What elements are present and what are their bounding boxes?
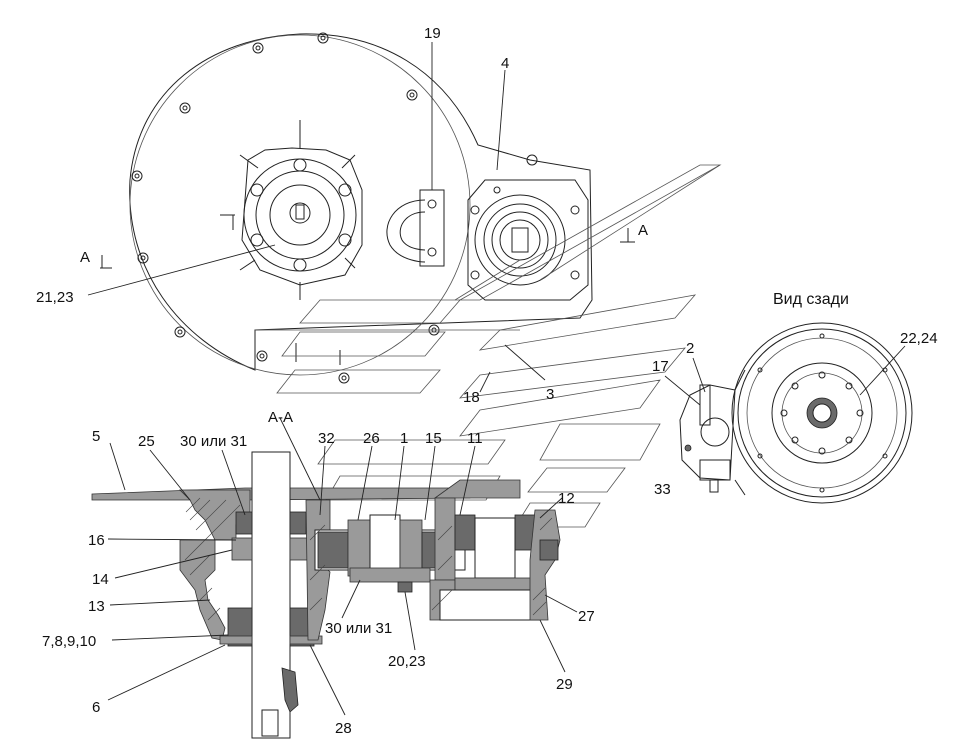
callout-21-23: 21,23 xyxy=(36,289,74,306)
bell-housing-outline xyxy=(129,33,593,371)
callout-27: 27 xyxy=(578,608,595,625)
callout-15: 15 xyxy=(425,430,442,447)
callout-5: 5 xyxy=(92,428,100,445)
callout-12: 12 xyxy=(558,490,575,507)
rear-view-title: Вид сзади xyxy=(773,291,849,308)
callout-26: 26 xyxy=(363,430,380,447)
front-view xyxy=(100,32,635,384)
callout-11: 11 xyxy=(467,430,483,447)
callout-frames xyxy=(276,164,722,528)
section-mark-left: А xyxy=(80,249,90,266)
callout-16: 16 xyxy=(88,532,105,549)
callout-13: 13 xyxy=(88,598,105,615)
labels: Вид сзади А-А А А 19 4 21,23 2 17 22,24 … xyxy=(36,25,938,737)
callout-33: 33 xyxy=(654,481,671,498)
callout-19: 19 xyxy=(424,25,441,42)
housing-inner-arc xyxy=(129,34,471,376)
callout-2: 2 xyxy=(686,340,694,357)
leader-lines xyxy=(87,42,906,716)
callout-30-31-bottom: 30 или 31 xyxy=(325,620,392,637)
callout-22-24: 22,24 xyxy=(900,330,938,347)
callout-17: 17 xyxy=(652,358,669,375)
section-mark-right: А xyxy=(638,222,648,239)
section-title: А-А xyxy=(268,409,293,426)
callout-3: 3 xyxy=(546,386,554,403)
flange-bolts xyxy=(131,32,440,384)
lifting-eye xyxy=(386,189,445,267)
callout-29: 29 xyxy=(556,676,573,693)
rear-bolt-circle xyxy=(757,333,888,493)
output-housing xyxy=(467,154,589,301)
callout-7-10: 7,8,9,10 xyxy=(42,633,96,650)
callout-20-23: 20,23 xyxy=(388,653,426,670)
callout-30-31-top: 30 или 31 xyxy=(180,433,247,450)
callout-4: 4 xyxy=(501,55,509,72)
callout-32: 32 xyxy=(318,430,335,447)
section-hatching xyxy=(184,497,553,621)
section-a-a xyxy=(91,451,561,739)
callout-14: 14 xyxy=(92,571,109,588)
callout-28: 28 xyxy=(335,720,352,737)
callout-1: 1 xyxy=(400,430,408,447)
callout-6: 6 xyxy=(92,699,100,716)
rear-view xyxy=(679,322,913,504)
callout-18: 18 xyxy=(463,389,480,406)
input-shaft-cover xyxy=(239,120,363,300)
callout-25: 25 xyxy=(138,433,155,450)
